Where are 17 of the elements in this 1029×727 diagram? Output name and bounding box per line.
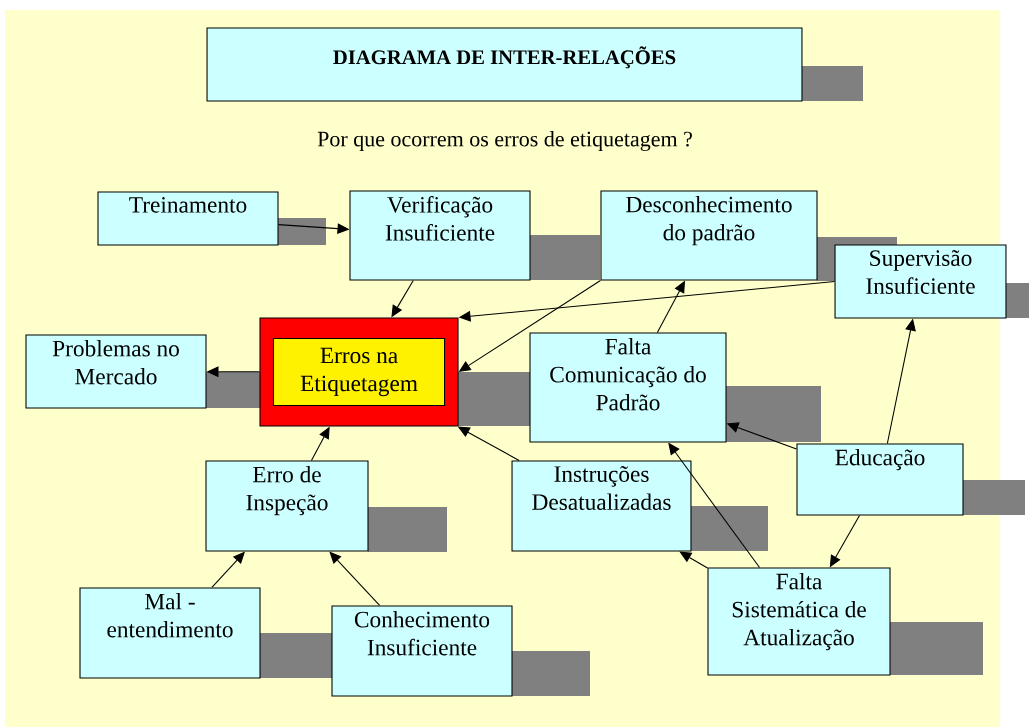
arrow: [329, 551, 381, 606]
problem-box: Erros na Etiquetagem: [259, 317, 459, 427]
cause-box: Desconhecimento do padrão: [600, 190, 818, 281]
cause-box: Conhecimento Insuficiente: [331, 605, 513, 697]
cause-box: Educação: [796, 443, 964, 516]
cause-box: Falta Comunicação do Padrão: [529, 332, 727, 443]
cause-box: Instruções Desatualizadas: [511, 460, 692, 552]
cause-box: Treinamento: [97, 191, 279, 246]
cause-box: Verificação Insuficiente: [349, 190, 531, 281]
cause-box: Erro de Inspeção: [205, 460, 369, 552]
title-box: DIAGRAMA DE INTER-RELAÇÕES: [206, 27, 803, 102]
cause-box: Mal - entendimento: [79, 587, 261, 679]
arrow: [679, 551, 708, 569]
question-text: Por que ocorrem os erros de etiquetagem ?: [317, 131, 692, 151]
cause-box: Falta Sistemática de Atualização: [707, 567, 891, 676]
cause-box: Problemas no Mercado: [25, 334, 207, 409]
cause-box: Supervisão Insuficiente: [834, 244, 1007, 319]
